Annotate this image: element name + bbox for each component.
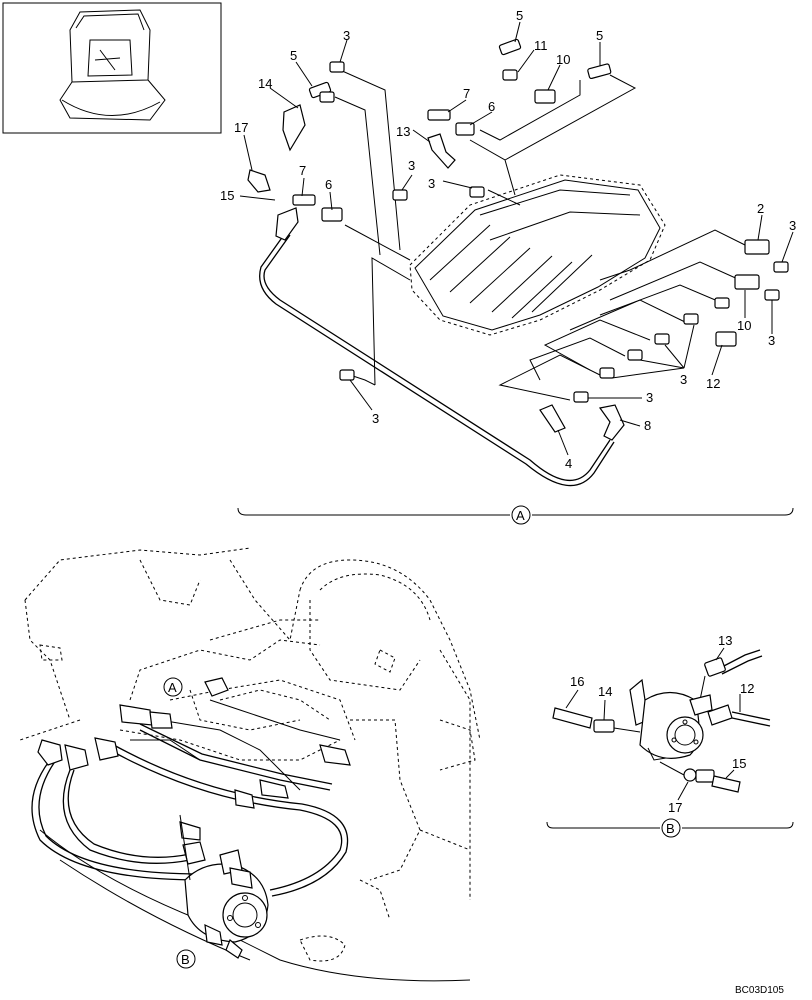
callout-17: 17	[234, 120, 248, 135]
callout-16: 16	[570, 674, 584, 689]
callout-15: 15	[220, 188, 234, 203]
callout-13: 13	[396, 124, 410, 139]
callouts-a: 5 3 11 10 5 5 14 7 6 13 17 15 7 6 3 3 2 …	[220, 8, 796, 471]
callout-17: 17	[668, 800, 682, 815]
group-label-a: A	[168, 680, 177, 695]
callout-12: 12	[706, 376, 720, 391]
callout-7: 7	[299, 163, 306, 178]
tubes	[259, 69, 746, 487]
callout-3: 3	[646, 390, 653, 405]
callout-8: 8	[644, 418, 651, 433]
callout-3: 3	[789, 218, 796, 233]
doc-code: BC03D105	[735, 985, 784, 996]
callout-3: 3	[768, 333, 775, 348]
group-label-a: A	[516, 508, 525, 523]
fittings	[247, 38, 789, 441]
callout-2: 2	[757, 201, 764, 216]
callout-3: 3	[680, 372, 687, 387]
callout-5: 5	[290, 48, 297, 63]
leader-lines	[239, 21, 794, 456]
callout-10: 10	[556, 52, 570, 67]
callout-14: 14	[258, 76, 272, 91]
machine-view: A B	[19, 547, 481, 982]
callout-11: 11	[534, 38, 548, 53]
callout-10: 10	[737, 318, 751, 333]
callout-3: 3	[343, 28, 350, 43]
exploded-view-a: 5 3 11 10 5 5 14 7 6 13 17 15 7 6 3 3 2 …	[220, 8, 796, 525]
callout-4: 4	[565, 456, 572, 471]
callout-5: 5	[596, 28, 603, 43]
callout-15: 15	[732, 756, 746, 771]
callout-7: 7	[463, 86, 470, 101]
callout-6: 6	[488, 99, 495, 114]
callout-3: 3	[408, 158, 415, 173]
callout-6: 6	[325, 177, 332, 192]
callout-3: 3	[428, 176, 435, 191]
callout-3: 3	[372, 411, 379, 426]
group-label-b: B	[181, 952, 190, 967]
callout-12: 12	[740, 681, 754, 696]
machine-inset	[2, 2, 222, 134]
group-label-b: B	[666, 821, 675, 836]
callout-5: 5	[516, 8, 523, 23]
detail-view-b: 13 16 14 12 15 17 B	[546, 633, 794, 838]
control-valve	[409, 174, 666, 336]
callout-14: 14	[598, 684, 612, 699]
callout-13: 13	[718, 633, 732, 648]
group-bracket-a: A	[237, 505, 794, 525]
